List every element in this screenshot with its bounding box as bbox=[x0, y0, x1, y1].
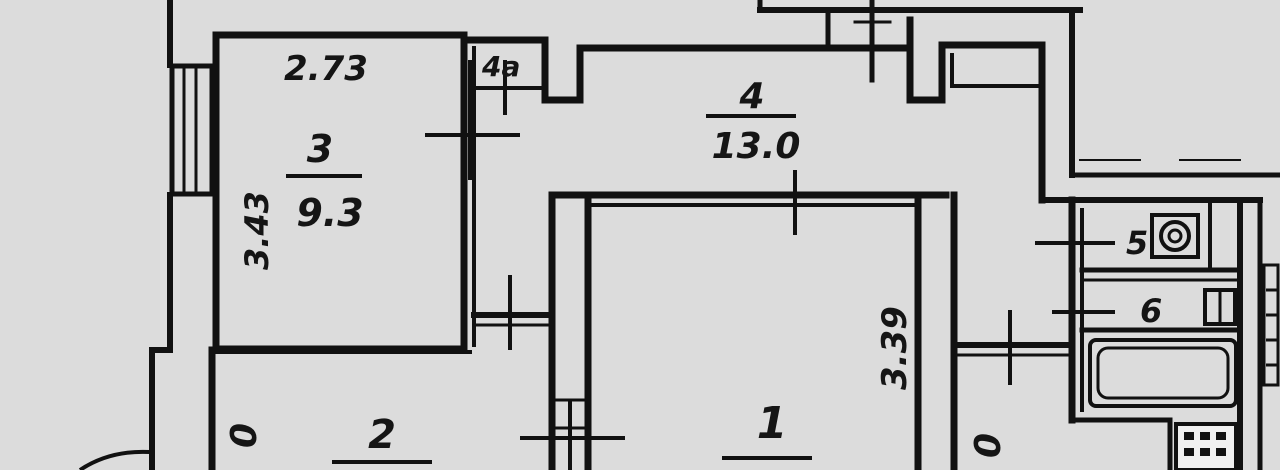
room-3-walls bbox=[212, 31, 468, 353]
room-6-number: 6 bbox=[1140, 292, 1162, 330]
room-4-number: 4 bbox=[738, 76, 764, 117]
window-left bbox=[169, 63, 215, 197]
kitchen-stove-icon bbox=[1174, 422, 1238, 470]
left-partial-dimension: 0 bbox=[224, 423, 265, 448]
room-1-number: 1 bbox=[757, 398, 788, 449]
room-1-length-label: 3.39 bbox=[875, 306, 915, 390]
room-4a-number: 4a bbox=[481, 50, 520, 83]
room-3-area: 9.3 bbox=[296, 191, 363, 235]
room-5-number: 5 bbox=[1126, 224, 1148, 262]
room-3-number: 3 bbox=[307, 127, 333, 171]
right-partial-dimension: 0 bbox=[968, 433, 1009, 458]
room-3-length-label: 3.43 bbox=[238, 191, 276, 270]
tick-marks bbox=[425, 60, 1115, 470]
door-swing-arc bbox=[78, 449, 151, 470]
right-edge-radiator bbox=[1262, 263, 1280, 387]
room-3-width-label: 2.73 bbox=[284, 49, 368, 89]
room-2-number: 2 bbox=[368, 412, 396, 458]
bathtub-icon bbox=[1088, 338, 1238, 408]
room-4-area: 13.0 bbox=[712, 126, 801, 167]
gas-stove-icon bbox=[1150, 213, 1200, 259]
toilet-icon bbox=[1203, 288, 1237, 326]
